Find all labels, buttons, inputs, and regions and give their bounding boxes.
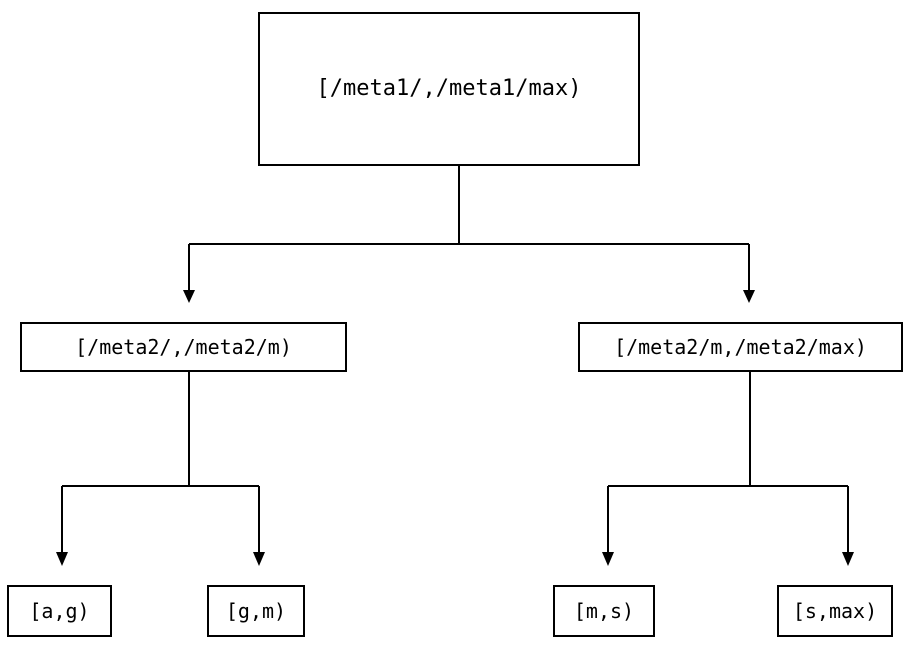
arrowhead-meta2-low-to-leaf-gm bbox=[253, 552, 265, 566]
node-leaf-ms[interactable]: [m,s) bbox=[553, 585, 655, 637]
node-leaf-ag-label: [a,g) bbox=[29, 599, 90, 623]
node-meta2-high-label: [/meta2/m,/meta2/max) bbox=[614, 335, 867, 359]
node-leaf-smax-label: [s,max) bbox=[792, 599, 878, 623]
node-leaf-ag[interactable]: [a,g) bbox=[7, 585, 112, 637]
node-leaf-ms-label: [m,s) bbox=[573, 599, 635, 623]
arrowhead-root-to-meta2-low bbox=[183, 290, 195, 303]
node-leaf-smax[interactable]: [s,max) bbox=[777, 585, 893, 637]
arrowhead-meta2-high-to-leaf-ms bbox=[602, 552, 614, 566]
node-meta2-low-label: [/meta2/,/meta2/m) bbox=[75, 335, 292, 359]
node-root-label: [/meta1/,/meta1/max) bbox=[316, 75, 582, 101]
arrowhead-meta2-high-to-leaf-smax bbox=[842, 552, 854, 566]
node-meta2-low[interactable]: [/meta2/,/meta2/m) bbox=[20, 322, 347, 372]
node-leaf-gm-label: [g,m) bbox=[225, 599, 287, 623]
node-meta2-high[interactable]: [/meta2/m,/meta2/max) bbox=[578, 322, 903, 372]
node-root[interactable]: [/meta1/,/meta1/max) bbox=[258, 12, 640, 166]
arrowhead-root-to-meta2-high bbox=[743, 290, 755, 303]
arrowhead-meta2-low-to-leaf-ag bbox=[56, 552, 68, 566]
node-leaf-gm[interactable]: [g,m) bbox=[207, 585, 305, 637]
